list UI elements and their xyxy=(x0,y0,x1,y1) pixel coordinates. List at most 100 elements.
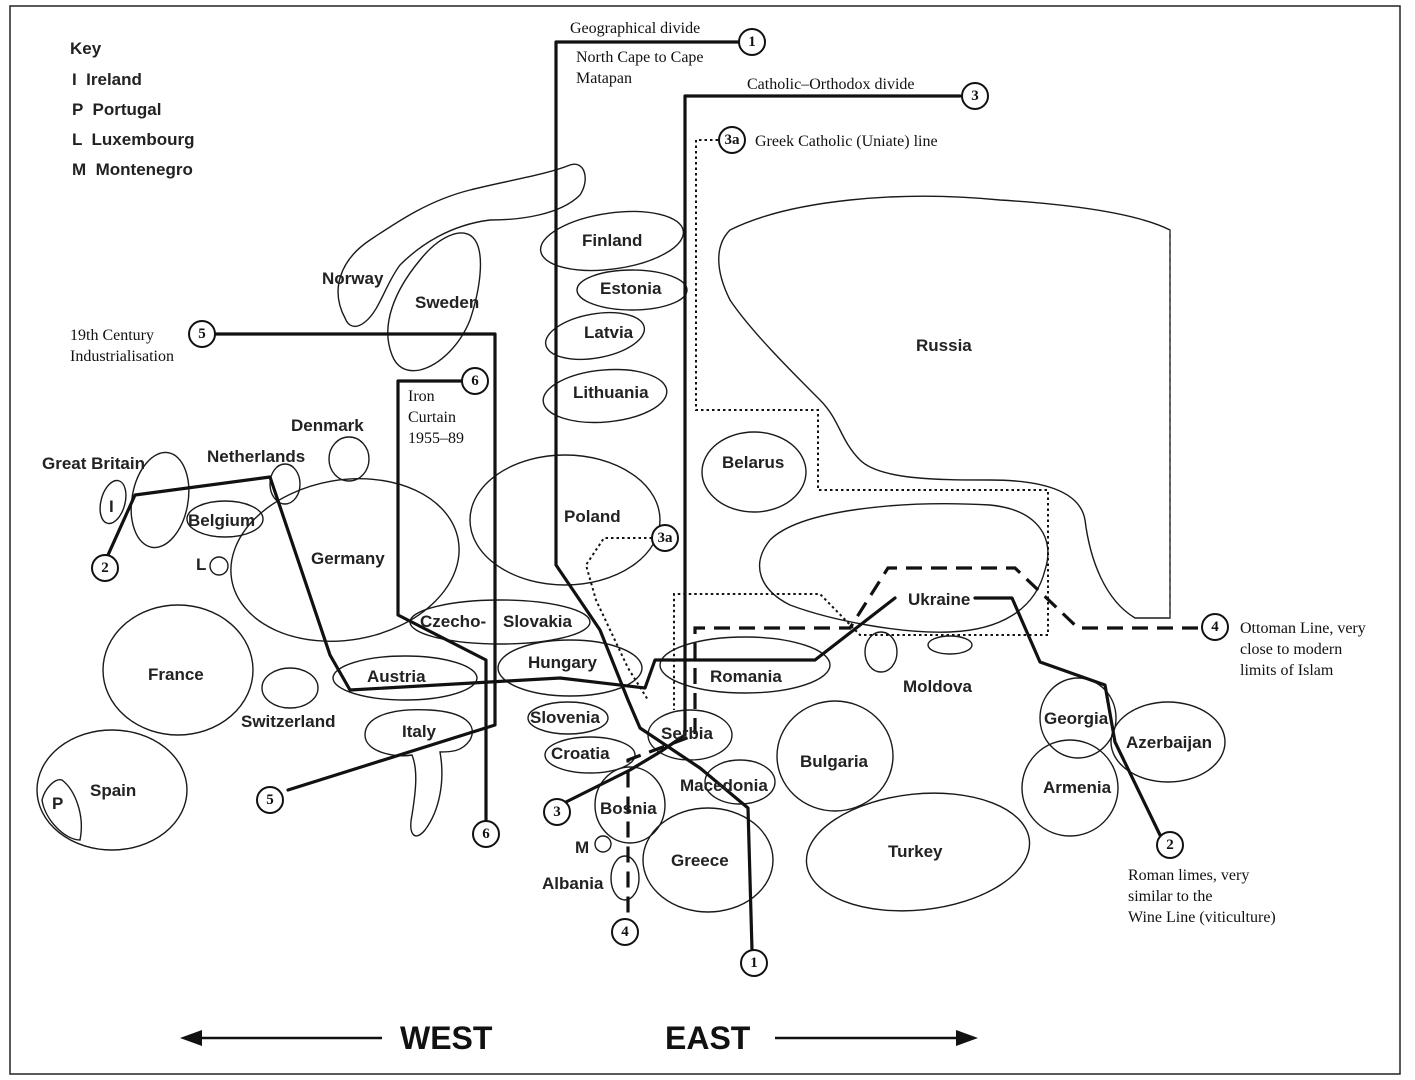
marker-4-right: 4 xyxy=(1201,613,1229,641)
label-great-britain: Great Britain xyxy=(42,454,145,473)
line-geographical-divide xyxy=(554,40,754,952)
marker-3-bottom: 3 xyxy=(543,798,571,826)
outline-great-britain xyxy=(130,451,190,549)
outline-austria xyxy=(332,655,478,701)
label-turkey: Turkey xyxy=(888,842,943,861)
line-catholic-orthodox xyxy=(558,94,962,807)
outline-italy xyxy=(364,708,473,837)
label-czecho: Czecho- xyxy=(420,612,486,631)
label-austria: Austria xyxy=(367,667,426,686)
label-germany: Germany xyxy=(311,549,385,568)
label-geographical-divide-2: North Cape to Cape xyxy=(576,49,704,66)
outline-greece xyxy=(642,807,774,913)
outline-germany xyxy=(230,478,460,642)
svg-text:1: 1 xyxy=(750,955,758,971)
label-ukraine: Ukraine xyxy=(908,590,970,609)
svg-text:6: 6 xyxy=(482,826,490,842)
east-arrow-icon xyxy=(956,1030,978,1046)
outline-poland xyxy=(469,454,661,586)
label-greek-catholic: Greek Catholic (Uniate) line xyxy=(755,133,938,150)
label-norway: Norway xyxy=(322,269,384,288)
label-montenegro: M xyxy=(575,838,589,857)
outline-luxembourg xyxy=(209,556,229,576)
line-greek-catholic-lower xyxy=(584,537,652,701)
svg-text:4: 4 xyxy=(621,924,629,940)
label-iron-curtain-1: Iron xyxy=(408,388,435,405)
label-iron-curtain-2: Curtain xyxy=(408,409,456,426)
country-labels: Norway Sweden Finland Estonia Latvia Lit… xyxy=(42,231,1212,893)
marker-3-top: 3 xyxy=(961,82,989,110)
marker-3a-top: 3a xyxy=(718,126,746,154)
svg-text:3: 3 xyxy=(971,88,979,104)
label-switzerland: Switzerland xyxy=(241,712,335,731)
label-romania: Romania xyxy=(710,667,782,686)
label-ottoman-3: limits of Islam xyxy=(1240,662,1334,679)
label-roman-limes-1: Roman limes, very xyxy=(1128,867,1249,884)
marker-2-left: 2 xyxy=(91,554,119,582)
label-roman-limes-3: Wine Line (viticulture) xyxy=(1128,909,1276,926)
marker-3a-middle: 3a xyxy=(651,524,679,552)
label-slovenia: Slovenia xyxy=(530,708,600,727)
label-ottoman-2: close to modern xyxy=(1240,641,1342,658)
outline-latvia xyxy=(544,311,646,361)
label-belarus: Belarus xyxy=(722,453,784,472)
markers: 1 1 2 2 3 3 3a 3a 4 4 5 5 6 6 xyxy=(91,28,1229,977)
label-serbia: Serbia xyxy=(661,724,714,743)
outline-belarus xyxy=(701,431,807,513)
outline-bulgaria xyxy=(776,700,894,812)
label-macedonia: Macedonia xyxy=(680,776,768,795)
outline-finland xyxy=(539,210,685,272)
outline-estonia xyxy=(576,269,688,311)
outline-russia xyxy=(718,195,1171,619)
label-geographical-divide-3: Matapan xyxy=(576,70,632,87)
svg-text:3a: 3a xyxy=(658,530,674,546)
outline-switzerland xyxy=(261,667,319,709)
outline-spain xyxy=(36,729,188,851)
line-greek-catholic-upper xyxy=(673,139,1049,710)
marker-1-top: 1 xyxy=(738,28,766,56)
svg-text:5: 5 xyxy=(266,792,274,808)
marker-1-bottom: 1 xyxy=(740,949,768,977)
marker-4-bottom: 4 xyxy=(611,918,639,946)
outline-georgia xyxy=(1039,677,1117,759)
outline-sweden xyxy=(387,232,482,372)
outline-ukraine-small xyxy=(927,635,973,655)
outline-montenegro xyxy=(594,835,612,853)
label-bulgaria: Bulgaria xyxy=(800,752,869,771)
label-france: France xyxy=(148,665,204,684)
east-label: EAST xyxy=(665,1020,751,1056)
outline-slovenia xyxy=(527,701,609,735)
label-catholic-orthodox: Catholic–Orthodox divide xyxy=(747,76,915,93)
outline-croatia xyxy=(544,736,636,774)
svg-text:3: 3 xyxy=(553,804,561,820)
outline-moldova xyxy=(864,631,898,673)
label-hungary: Hungary xyxy=(528,653,598,672)
label-latvia: Latvia xyxy=(584,323,634,342)
outline-lithuania xyxy=(542,368,668,424)
label-greece: Greece xyxy=(671,851,729,870)
key-title: Key xyxy=(70,39,102,58)
outline-belgium xyxy=(186,500,264,538)
marker-2-right: 2 xyxy=(1156,831,1184,859)
label-lithuania: Lithuania xyxy=(573,383,649,402)
outline-norway xyxy=(337,163,586,328)
label-ireland: I xyxy=(109,497,114,516)
outline-bosnia xyxy=(594,766,666,844)
label-croatia: Croatia xyxy=(551,744,610,763)
label-russia: Russia xyxy=(916,336,972,355)
label-netherlands: Netherlands xyxy=(207,447,305,466)
key-item-portugal: P Portugal xyxy=(72,100,161,119)
svg-text:5: 5 xyxy=(198,326,206,342)
svg-text:4: 4 xyxy=(1211,619,1219,635)
label-albania: Albania xyxy=(542,874,604,893)
marker-6-top: 6 xyxy=(461,367,489,395)
map-frame xyxy=(9,5,1401,1075)
key-item-luxembourg: L Luxembourg xyxy=(72,130,194,149)
outline-romania xyxy=(659,636,831,694)
outline-turkey xyxy=(805,792,1031,912)
divide-labels: Geographical divide North Cape to Cape M… xyxy=(70,20,1366,926)
key-item-ireland: I Ireland xyxy=(72,70,142,89)
label-armenia: Armenia xyxy=(1043,778,1112,797)
marker-6-bottom: 6 xyxy=(472,820,500,848)
